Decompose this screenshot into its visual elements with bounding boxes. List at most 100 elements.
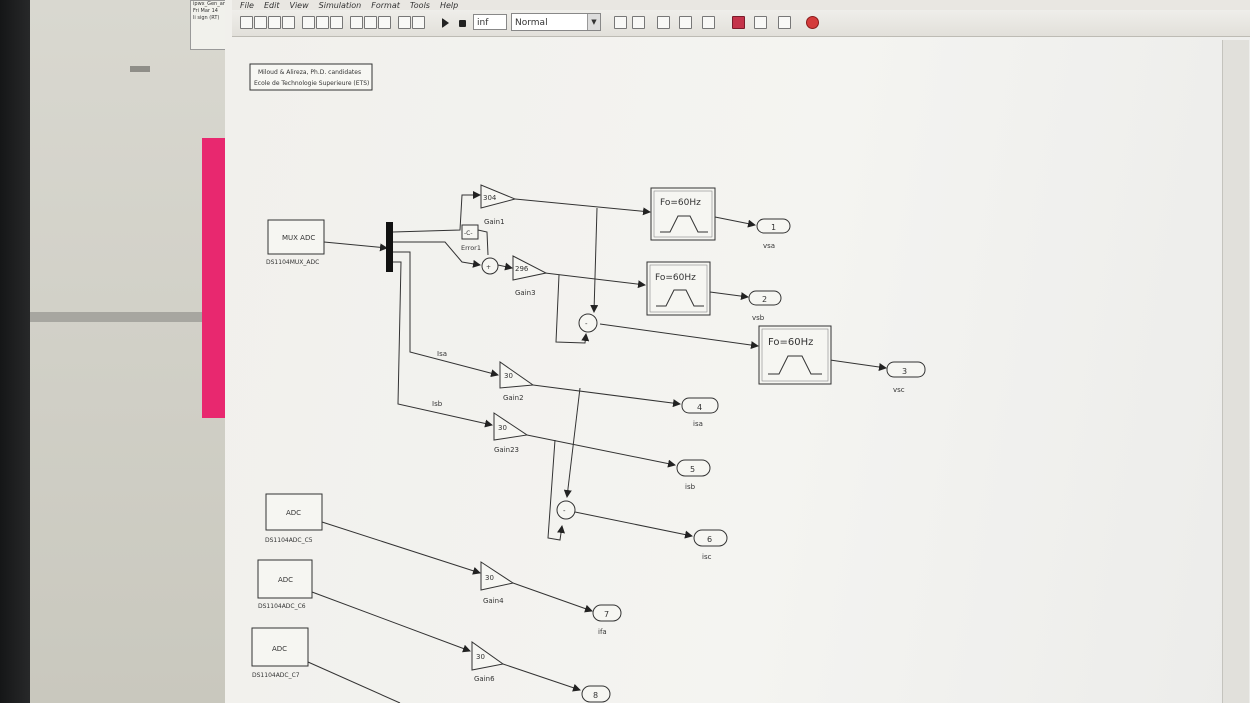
cut-icon[interactable]: [302, 16, 315, 29]
mux-adc-block[interactable]: MUX ADC DS1104MUX_ADC: [266, 219, 325, 266]
outport-2[interactable]: 2 vsb: [748, 290, 782, 322]
outport-5[interactable]: 5 isb: [676, 459, 711, 491]
block-caption: DS1104ADC_C6: [258, 603, 306, 610]
stop-time-field[interactable]: inf: [473, 14, 507, 30]
sum-block[interactable]: +: [481, 257, 499, 275]
gain-caption: Gain6: [474, 675, 495, 683]
outport-number: 4: [697, 403, 702, 412]
block-caption: DS1104ADC_C5: [265, 537, 313, 544]
simulation-mode-value: Normal: [515, 18, 548, 28]
up-icon[interactable]: [378, 16, 391, 29]
sum-block[interactable]: -: [556, 500, 576, 520]
vertical-scrollbar[interactable]: [1222, 40, 1249, 703]
model-explorer-icon[interactable]: [657, 16, 670, 29]
stop-simulation-icon[interactable]: [459, 20, 466, 27]
menu-edit[interactable]: Edit: [263, 0, 280, 10]
filter-block-2[interactable]: Fo=60Hz: [646, 261, 711, 316]
adc-c6-block[interactable]: ADC DS1104ADC_C6: [257, 559, 313, 610]
annotation-box[interactable]: Miloud & Alireza, Ph.D. candidates Ecole…: [249, 63, 373, 91]
outport-number: 5: [690, 465, 695, 474]
outport-number: 6: [707, 535, 712, 544]
update-icon[interactable]: [632, 16, 645, 29]
menu-file[interactable]: File: [240, 0, 254, 10]
menu-bar: File Edit View Simulation Format Tools H…: [232, 0, 1250, 10]
gain6-block[interactable]: 30 Gain6: [471, 641, 505, 683]
outport-6[interactable]: 6 isc: [693, 529, 728, 561]
toggle-icon[interactable]: [754, 16, 767, 29]
outport-8[interactable]: 8: [581, 685, 611, 703]
chevron-down-icon[interactable]: ▼: [587, 14, 600, 30]
gain1-block[interactable]: 304 Gain1: [480, 184, 517, 226]
annotation-line-2: Ecole de Technologie Superieure (ETS): [254, 80, 369, 87]
highlight-bar: [202, 138, 228, 418]
filter-label: Fo=60Hz: [768, 337, 813, 348]
adc-c7-block[interactable]: ADC DS1104ADC_C7: [251, 627, 309, 679]
menu-tools[interactable]: Tools: [409, 0, 430, 10]
title-line: ipwx_Gen_ante: [193, 1, 232, 7]
window-divider: [30, 312, 230, 322]
start-simulation-icon[interactable]: [442, 18, 449, 28]
model-browser-icon[interactable]: [778, 16, 791, 29]
menu-help[interactable]: Help: [439, 0, 459, 10]
menu-simulation[interactable]: Simulation: [318, 0, 362, 10]
gain-caption: Gain3: [515, 289, 536, 297]
outport-number: 7: [604, 610, 609, 619]
title-line: Fri Mar 14: [193, 8, 218, 14]
open-icon[interactable]: [254, 16, 267, 29]
outport-name: vsb: [752, 314, 765, 322]
menu-format[interactable]: Format: [371, 0, 400, 10]
build-icon[interactable]: [614, 16, 627, 29]
block-label: ADC: [278, 576, 293, 584]
simulink-canvas[interactable]: [225, 0, 1250, 703]
gain3-block[interactable]: 296 Gain3: [512, 255, 548, 297]
library-browser-icon[interactable]: [679, 16, 692, 29]
title-line: li sign (RT): [193, 15, 220, 21]
save-icon[interactable]: [268, 16, 281, 29]
outport-3[interactable]: 3 vsc: [886, 361, 926, 394]
simulation-mode-select[interactable]: Normal ▼: [511, 13, 601, 31]
constant-error1-block[interactable]: -C- Error1: [461, 224, 481, 252]
sum-block[interactable]: -: [578, 313, 598, 333]
forward-icon[interactable]: [364, 16, 377, 29]
outport-name: isa: [693, 420, 703, 428]
svg-text:-: -: [585, 320, 588, 328]
signal-label-isb: Isb: [432, 400, 443, 408]
gain23-block[interactable]: 30 Gain23: [493, 412, 529, 454]
block-value: -C-: [464, 230, 473, 237]
gain4-block[interactable]: 30 Gain4: [480, 561, 515, 605]
block-caption: DS1104ADC_C7: [252, 672, 300, 679]
outport-number: 8: [593, 691, 598, 700]
print-icon[interactable]: [282, 16, 295, 29]
undo-icon[interactable]: [398, 16, 411, 29]
mux-bar[interactable]: [386, 222, 393, 272]
block-caption: Error1: [461, 244, 481, 252]
gain-value: 304: [483, 194, 497, 202]
menu-view[interactable]: View: [289, 0, 309, 10]
new-model-icon[interactable]: [240, 16, 253, 29]
gain-caption: Gain2: [503, 394, 524, 402]
block-label: ADC: [286, 509, 301, 517]
signal-lines: [307, 191, 887, 703]
filter-block-3[interactable]: Fo=60Hz: [758, 325, 832, 385]
outport-1[interactable]: 1 vsa: [756, 218, 791, 250]
redo-icon[interactable]: [412, 16, 425, 29]
gain-caption: Gain1: [484, 218, 505, 226]
outport-7[interactable]: 7 ifa: [592, 604, 622, 636]
gain-caption: Gain4: [483, 597, 504, 605]
filter-block-1[interactable]: Fo=60Hz: [650, 187, 716, 241]
back-icon[interactable]: [350, 16, 363, 29]
stop-icon[interactable]: [806, 16, 819, 29]
gain2-block[interactable]: 30 Gain2: [499, 361, 535, 402]
block-label: MUX ADC: [282, 234, 315, 242]
window-tab[interactable]: [130, 66, 150, 72]
gain-value: 30: [504, 372, 513, 380]
outport-4[interactable]: 4 isa: [681, 397, 719, 428]
copy-icon[interactable]: [316, 16, 329, 29]
outport-name: isb: [685, 483, 696, 491]
library-icon[interactable]: [732, 16, 745, 29]
block-label: ADC: [272, 645, 287, 653]
paste-icon[interactable]: [330, 16, 343, 29]
adc-c5-block[interactable]: ADC DS1104ADC_C5: [265, 493, 323, 544]
toolbar: [232, 10, 1250, 37]
debug-icon[interactable]: [702, 16, 715, 29]
